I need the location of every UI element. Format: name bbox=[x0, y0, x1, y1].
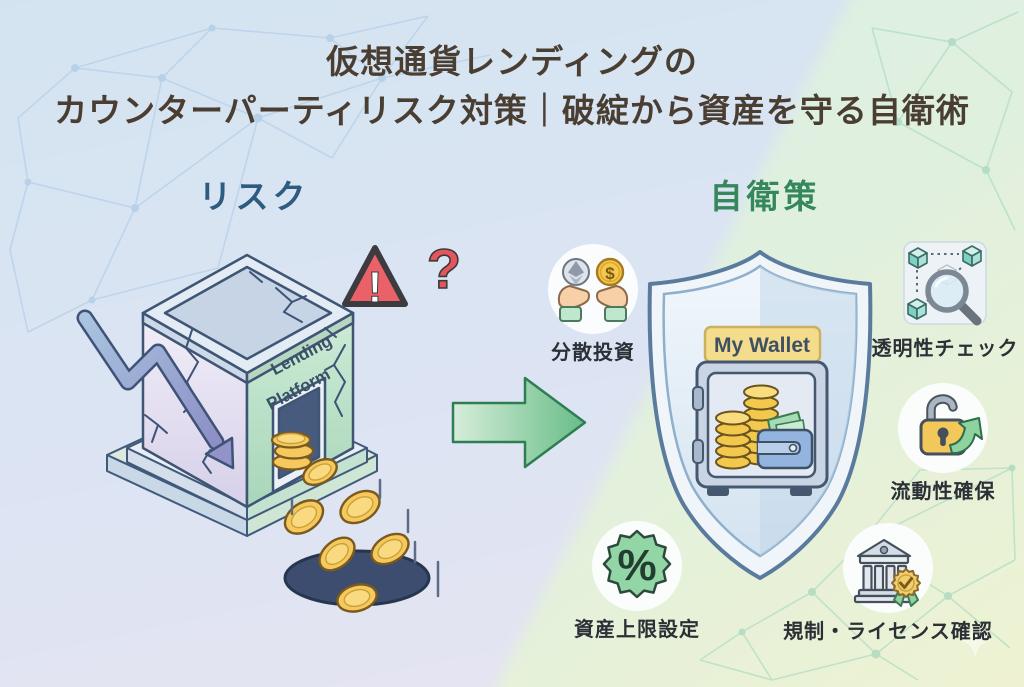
title-line-1: 仮想通貨レンディングの bbox=[326, 43, 698, 80]
dollar-coin: $ bbox=[595, 257, 625, 287]
unlocked-padlock-arrow-icon bbox=[898, 383, 988, 473]
network-pattern-teal-top bbox=[871, 11, 1019, 231]
measure-asset-cap: % 資産上限設定 bbox=[527, 518, 747, 642]
measure-diversification: $ 分散投資 bbox=[483, 241, 703, 365]
dollar-symbol: $ bbox=[605, 264, 615, 283]
percent-badge-icon: % bbox=[592, 521, 682, 611]
title-line-2: カウンターパーティリスク対策｜破綻から資産を守る自衛術 bbox=[54, 92, 970, 129]
network-pattern-teal-bottom bbox=[699, 464, 1016, 681]
hands-holding-coins-icon: $ bbox=[548, 244, 638, 334]
measure-label: 流動性確保 bbox=[890, 481, 996, 503]
sparkle-shape bbox=[958, 622, 992, 658]
page-title: 仮想通貨レンディングの カウンターパーティリスク対策｜破綻から資産を守る自衛術 bbox=[0, 37, 1024, 135]
risk-section-label: リスク bbox=[198, 178, 310, 215]
network-pattern-blue bbox=[9, 15, 491, 333]
license-rosette bbox=[891, 568, 921, 607]
scalloped-badge bbox=[602, 529, 672, 599]
measure-regulation-license: 規制・ライセンス確認 bbox=[768, 520, 1008, 644]
percent-symbol: % bbox=[617, 541, 656, 590]
measure-label: 規制・ライセンス確認 bbox=[783, 621, 993, 643]
blockchain-cubes bbox=[907, 245, 982, 320]
measure-label: 資産上限設定 bbox=[574, 619, 700, 641]
flow-arrow bbox=[949, 417, 983, 455]
magnifier-glass bbox=[925, 269, 982, 326]
measure-liquidity: 流動性確保 bbox=[833, 380, 1024, 504]
measure-label: 分散投資 bbox=[551, 342, 635, 364]
measure-label: 透明性チェック bbox=[871, 338, 1019, 360]
check-mark bbox=[899, 577, 913, 589]
eth-coin bbox=[562, 258, 590, 286]
open-hands bbox=[557, 285, 629, 322]
padlock-shackle bbox=[928, 396, 956, 425]
measure-transparency-check: 透明性チェック bbox=[835, 237, 1024, 361]
defense-section-label: 自衛策 bbox=[709, 178, 821, 215]
bank-license-badge-icon bbox=[843, 523, 933, 613]
blockchain-magnifier-icon bbox=[903, 241, 987, 326]
